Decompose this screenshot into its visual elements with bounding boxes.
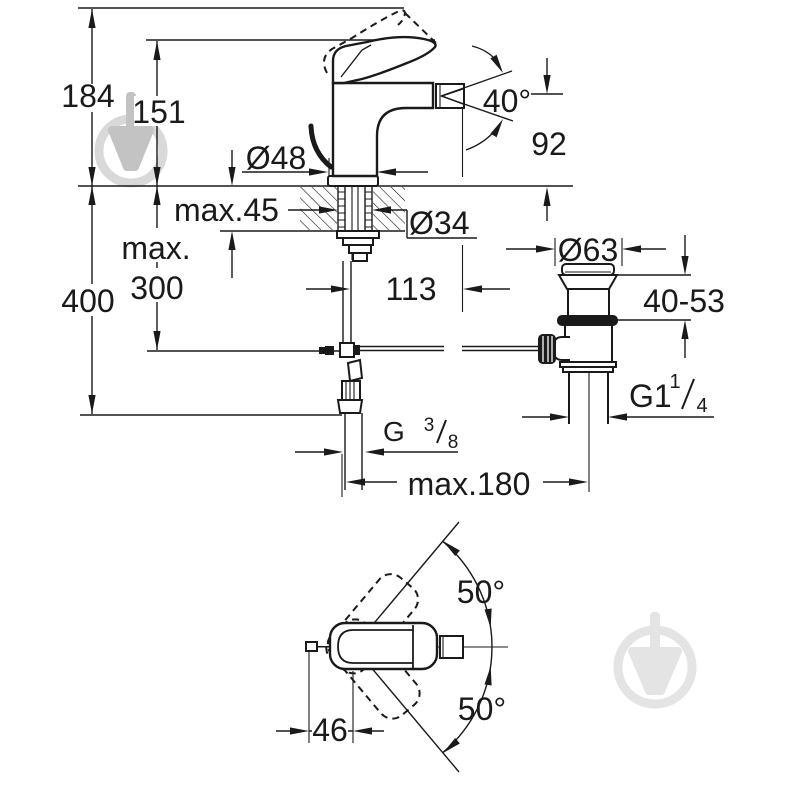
svg-text:8: 8 [448, 432, 459, 453]
dim-hose-reach: max.180 [408, 466, 531, 502]
waste-gasket [557, 315, 618, 326]
watermark-right-icon [613, 612, 697, 709]
pop-up-rod [308, 123, 334, 170]
dim-waste-clamp-range: 40-53 [643, 283, 725, 319]
dim-swing-lower: 50° [458, 691, 506, 727]
dim-depth-overall: 400 [61, 283, 114, 319]
dim-max-depth: 300 [130, 270, 183, 306]
dim-waste-thread: G1 1 4 [629, 371, 708, 417]
svg-text:3: 3 [424, 415, 435, 436]
counter-hatch-left [300, 187, 337, 230]
dim-max-word: max. [121, 230, 190, 266]
svg-text:G: G [383, 416, 405, 447]
svg-text:G1: G1 [629, 378, 672, 414]
lever-handle-raised-outline [322, 9, 437, 74]
rod-top [305, 641, 318, 652]
waste-knob [538, 334, 556, 364]
svg-text:1: 1 [669, 371, 680, 393]
svg-text:4: 4 [696, 395, 707, 417]
dim-spout-reach: 113 [385, 271, 436, 307]
lever-handle [331, 35, 437, 85]
top-view [276, 521, 508, 773]
watermark-left-icon [94, 92, 168, 188]
dim-spout-height: 92 [531, 126, 567, 162]
aerator-top [439, 635, 464, 659]
dim-hole-dia: Ø34 [409, 205, 469, 241]
dim-supply-thread: G 3 8 [383, 415, 458, 453]
dim-swing-upper: 50° [457, 574, 505, 610]
dim-height-to-spout: 151 [132, 94, 185, 130]
pop-up-waste [538, 263, 619, 492]
rod-linkage [319, 342, 540, 358]
supply-hose [336, 358, 364, 490]
handle-swung-up-outline [325, 573, 420, 675]
mounting-shank [336, 186, 380, 343]
dim-spray-angle: 40° [483, 83, 531, 119]
dim-rod-offset: 46 [312, 712, 348, 748]
faucet-body [327, 81, 465, 187]
dim-base-dia: Ø48 [246, 140, 306, 176]
dim-deck-thickness: max.45 [174, 192, 279, 228]
dim-waste-flange-dia: Ø63 [558, 232, 618, 268]
dim-height-overall: 184 [61, 78, 114, 114]
front-view [78, 7, 714, 497]
